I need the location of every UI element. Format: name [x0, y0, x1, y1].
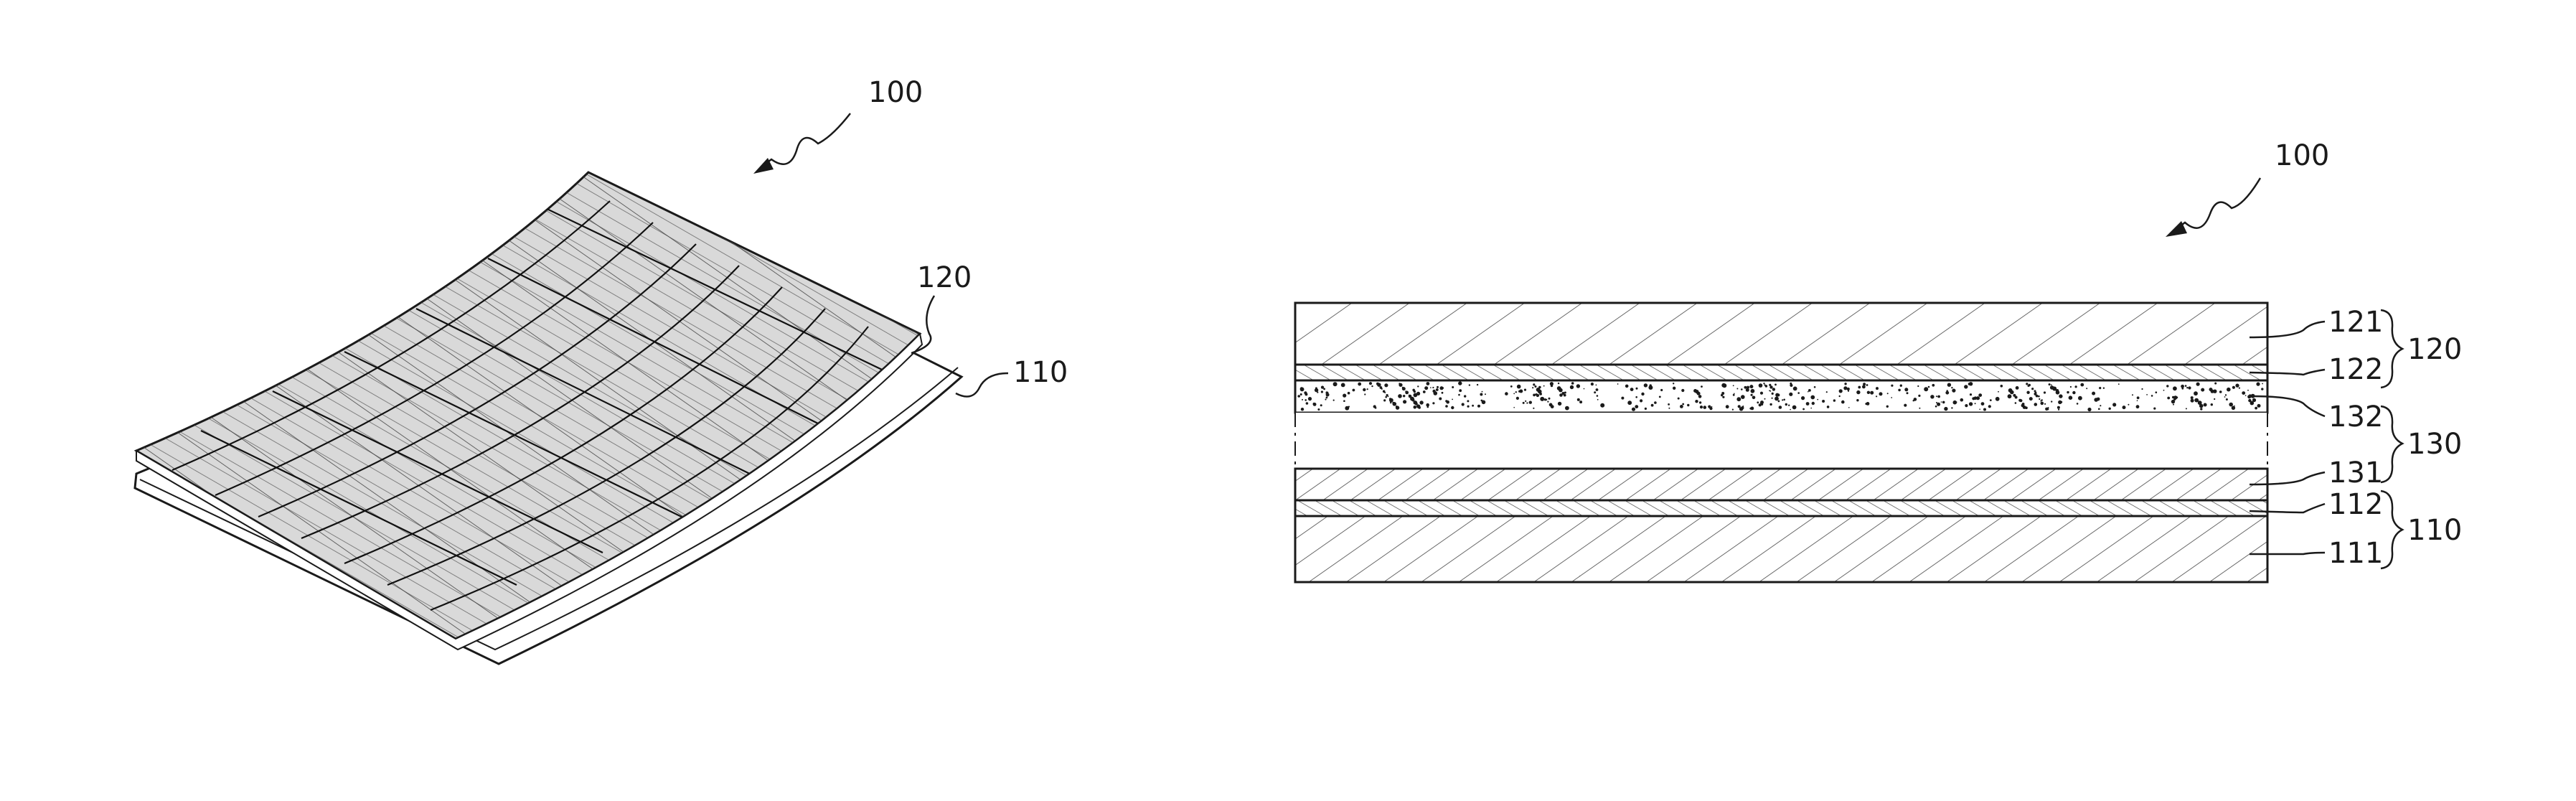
layer-112	[1295, 500, 2267, 516]
group-label-110: 110	[2407, 514, 2462, 547]
layer-label-121: 121	[2328, 306, 2383, 339]
ref-label-100-left: 100	[868, 76, 923, 109]
layer-label-111: 111	[2328, 537, 2383, 570]
leader-100-right	[2176, 178, 2260, 230]
layer-label-112: 112	[2328, 488, 2383, 521]
woven-texture	[108, 158, 954, 660]
left-perspective-view: 100 120 110	[108, 76, 1068, 664]
layer-122	[1295, 365, 2267, 380]
leader-110-left	[956, 373, 1008, 397]
group-label-130: 130	[2407, 428, 2462, 461]
layer-label-122: 122	[2328, 353, 2383, 386]
ref-label-100-right: 100	[2275, 139, 2329, 172]
layer-131	[1295, 469, 2267, 500]
right-cross-section: 100 121 122 132 131 112	[1295, 139, 2462, 582]
brace-120	[2381, 310, 2402, 388]
leader-100-left	[762, 113, 850, 167]
ref-label-120-left: 120	[917, 261, 972, 294]
brace-110	[2381, 491, 2402, 568]
gap-region	[1295, 413, 2267, 469]
layer-label-131: 131	[2328, 456, 2383, 490]
layer-121	[1295, 303, 2267, 365]
group-label-120: 120	[2407, 333, 2462, 366]
brace-130	[2381, 406, 2402, 482]
layer-111	[1295, 516, 2267, 582]
layer-label-132: 132	[2328, 400, 2383, 434]
ref-label-110-left: 110	[1013, 356, 1068, 389]
